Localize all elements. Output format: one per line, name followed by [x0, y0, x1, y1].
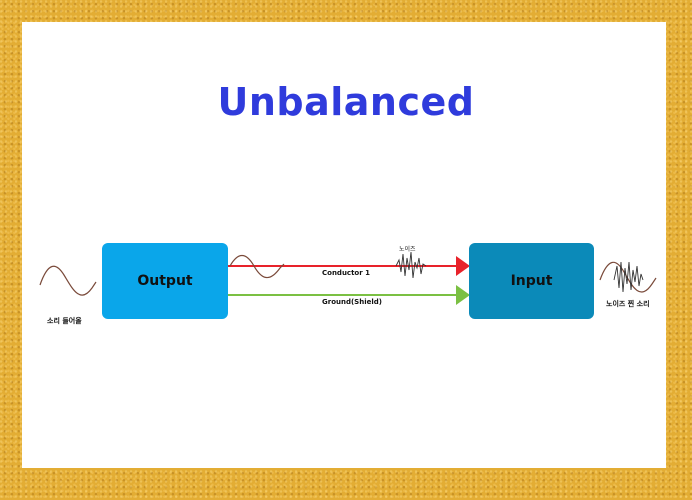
- noise-label: 노이즈: [399, 246, 416, 253]
- ground-arrowhead: [456, 285, 470, 305]
- conductor-arrowhead: [456, 256, 470, 276]
- conductor-label: Conductor 1: [322, 269, 370, 277]
- noise-burst: [395, 251, 427, 279]
- output-block: Output: [102, 243, 228, 319]
- noisy-output-sine-wave: [599, 261, 657, 293]
- input-block: Input: [469, 243, 594, 319]
- noisy-output-label: 노이즈 찐 소리: [606, 300, 650, 308]
- ground-label: Ground(Shield): [322, 298, 382, 306]
- source-sound-label: 소리 들어올: [47, 317, 82, 325]
- input-block-label: Input: [510, 273, 553, 289]
- source-sine-wave: [39, 265, 97, 296]
- noisy-output-burst: [613, 261, 644, 293]
- diagram-title: Unbalanced: [217, 80, 475, 124]
- output-block-label: Output: [137, 273, 193, 289]
- conductor-sine-wave: [229, 254, 285, 279]
